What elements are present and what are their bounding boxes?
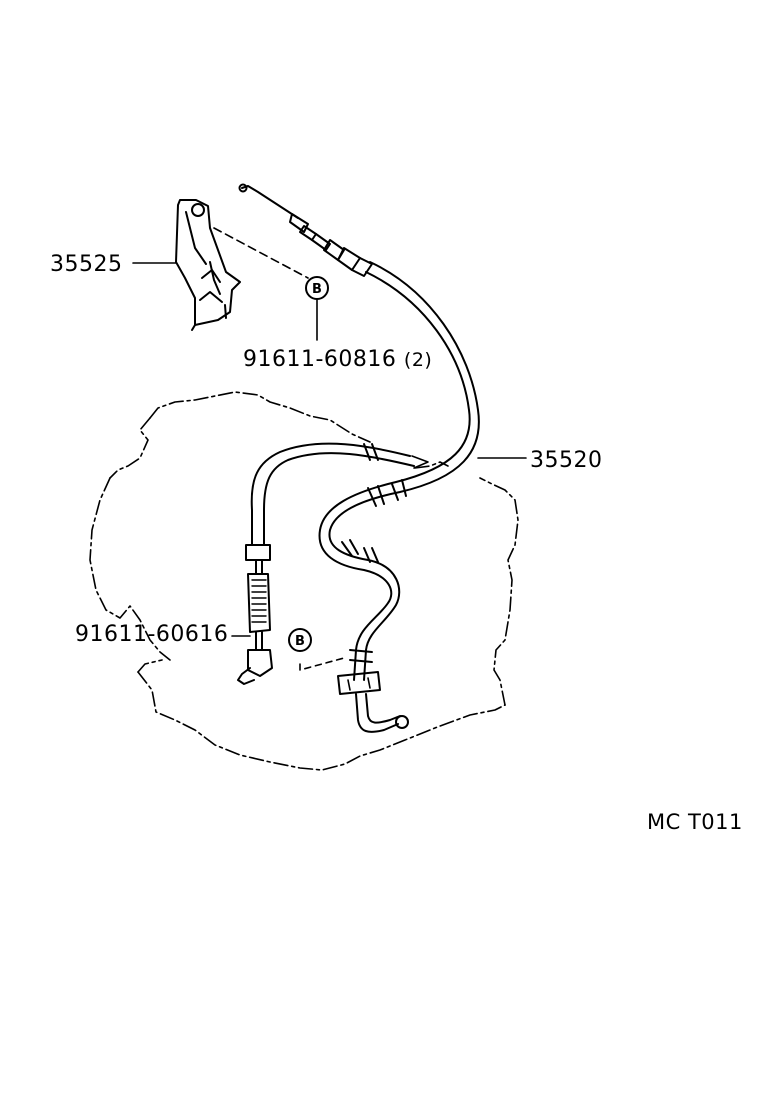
cable-rod-end-top xyxy=(241,185,299,219)
diagram-code: MC T011 xyxy=(647,810,743,834)
lower-bolt-dashed-line xyxy=(299,657,345,671)
svg-text:B: B xyxy=(312,282,322,297)
bracket-35525 xyxy=(175,199,241,331)
transmission-housing-outline xyxy=(89,391,519,771)
bolt-badge-upper: B xyxy=(305,276,329,341)
svg-text:B: B xyxy=(295,634,305,649)
bolt-badge-lower: B xyxy=(288,628,312,652)
part-label-cable: 35520 xyxy=(530,448,603,473)
cable-35520 xyxy=(238,183,480,733)
part-label-bolt-lower: 91611-60616 xyxy=(75,622,229,647)
part-label-bracket: 35525 xyxy=(50,252,123,277)
inner-cable-branch xyxy=(237,442,429,685)
part-qty-bolt-upper: (2) xyxy=(403,349,433,371)
bracket-bolt-dashed-line xyxy=(213,227,309,279)
part-label-bolt-upper: 91611-60816 (2) xyxy=(243,347,432,372)
part-number-bolt-upper: 91611-60816 xyxy=(243,347,397,372)
